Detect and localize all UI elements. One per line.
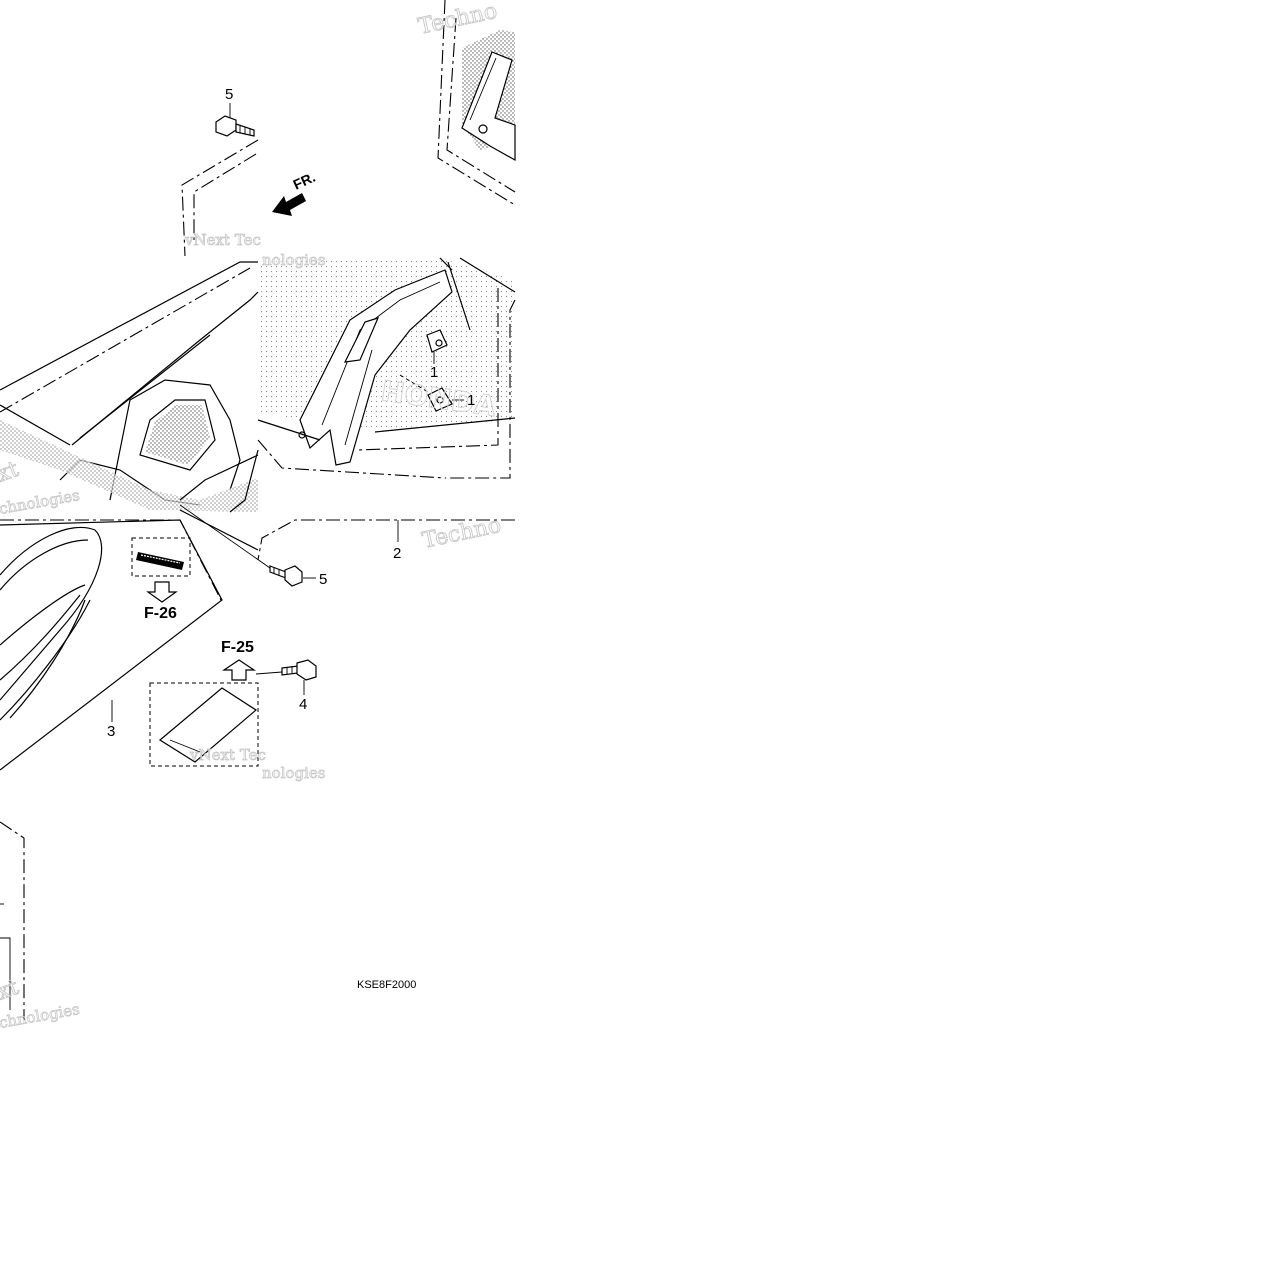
bolt-5-top: [215, 103, 255, 137]
clip-nut-1-lower: [399, 374, 464, 412]
svg-text:xt: xt: [0, 975, 22, 1006]
ref-f26: F-26: [144, 605, 177, 622]
watermark: Techno vNext Tec nologies xt chnologies …: [0, 0, 504, 1032]
front-direction-arrow: FR.: [272, 169, 318, 216]
svg-text:chnologies: chnologies: [0, 486, 81, 518]
part-code: KSE8F2000: [357, 979, 416, 991]
front-direction-label: FR.: [291, 169, 318, 193]
svg-text:nologies: nologies: [262, 764, 326, 782]
ref-f25: F-25: [221, 639, 254, 656]
shroud-bracket: [257, 257, 516, 479]
callout-1-upper: 1: [430, 364, 438, 381]
svg-text:vNext Tec: vNext Tec: [184, 231, 261, 249]
svg-text:Techno: Techno: [416, 0, 499, 40]
callout-4: 4: [299, 696, 307, 713]
callout-2: 2: [393, 545, 401, 562]
clip-nut-1-upper: [426, 329, 448, 364]
inset-top-right: [437, 0, 516, 206]
callout-1-lower: 1: [467, 392, 475, 409]
f25-arrow: [222, 659, 256, 681]
callout-5-lower: 5: [319, 571, 327, 588]
bolt-4: [255, 659, 317, 695]
callout-5-top: 5: [225, 86, 233, 103]
bolt-5-lower: [269, 565, 316, 587]
svg-text:nologies: nologies: [262, 251, 326, 269]
callout-3: 3: [107, 723, 115, 740]
svg-text:Techno: Techno: [420, 513, 503, 554]
svg-text:vNext Tec: vNext Tec: [189, 746, 266, 764]
svg-text:chnologies: chnologies: [0, 1000, 81, 1032]
svg-text:xt: xt: [0, 457, 22, 488]
label-card: [149, 682, 259, 767]
emblem-box: [131, 537, 191, 603]
